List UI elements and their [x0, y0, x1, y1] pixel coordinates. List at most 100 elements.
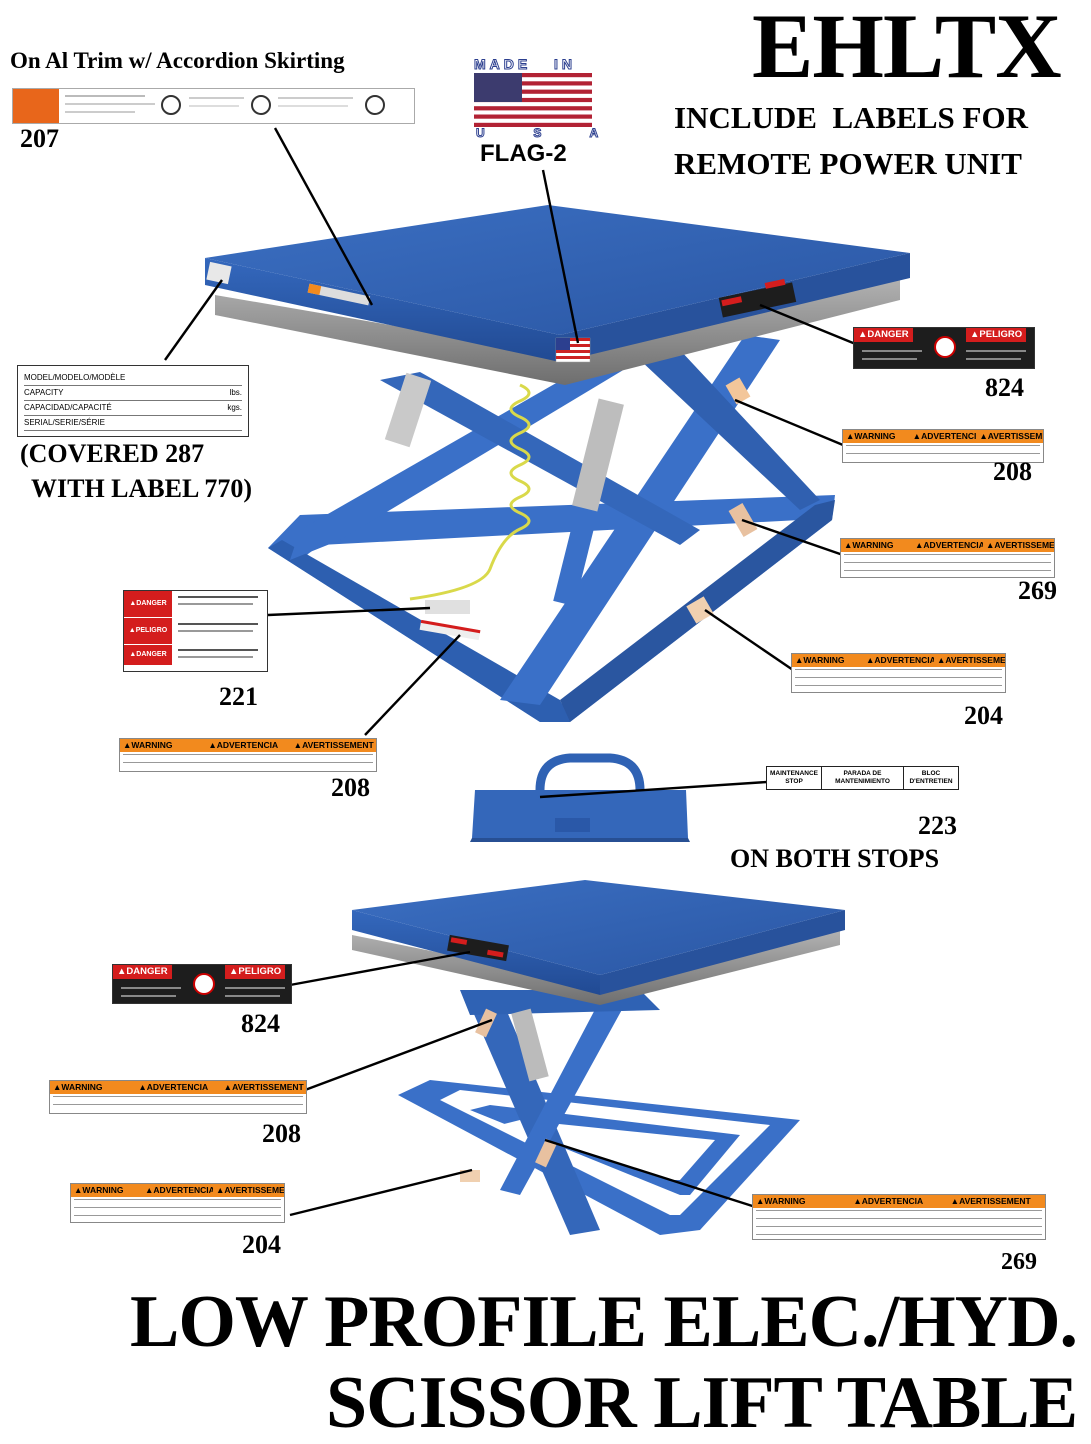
- stop-label-spanish: PARADA DE MANTENIMIENTO: [822, 767, 904, 789]
- no-hands-icon: [161, 95, 181, 115]
- avertissement-tag: ▲AVERTISSEMENT: [293, 740, 374, 750]
- leader-204-right: [704, 609, 794, 671]
- label-824-top-sticker: ▲DANGER ▲PELIGRO: [853, 327, 1035, 369]
- label-number-204-right: 204: [964, 701, 1003, 730]
- peligro-tag: ▲PELIGRO: [966, 328, 1027, 342]
- top-hydraulic-cylinder-right: [572, 398, 624, 512]
- peligro-tag: ▲PELIGRO: [124, 618, 172, 644]
- leader-269-bottom: [544, 1138, 766, 1212]
- label-824-bottom-sticker: ▲DANGER ▲PELIGRO: [112, 964, 292, 1004]
- on-both-stops-caption: ON BOTH STOPS: [730, 844, 940, 873]
- top-scissor-arm-left: [290, 355, 640, 560]
- stop-label-french: BLOC D'ENTRETIEN: [909, 770, 953, 785]
- warning-tag: ▲WARNING: [74, 1185, 124, 1195]
- footer-title-line2: SCISSOR LIFT TABLE: [326, 1362, 1078, 1444]
- leader-lines: [164, 127, 859, 1217]
- top-hydraulic-cylinder-left: [384, 372, 432, 448]
- label-number-221: 221: [219, 682, 258, 711]
- advertencia-tag: ▲ADVERTENCIA: [145, 1185, 213, 1195]
- plate-row-label: MODEL/MODELO/MODÈLE: [24, 373, 126, 382]
- label-number-824-top: 824: [985, 373, 1024, 402]
- model-title: EHLTX: [752, 0, 1062, 97]
- leader-223: [539, 780, 768, 799]
- advertencia-tag: ▲ADVERTENCIA: [853, 1196, 924, 1206]
- flag-in-text: IN: [554, 56, 576, 73]
- label-208-bottom-sticker: ▲WARNING ▲ADVERTENCIA ▲AVERTISSEMENT: [49, 1080, 307, 1114]
- bottom-scissor-arm-left: [470, 995, 600, 1235]
- top-label-207-on-table: [307, 283, 371, 306]
- label-208-right-sticker: ▲WARNING ▲ADVERTENCIA▲AVERTISSEMENT: [842, 429, 1044, 463]
- plate-row-label: SERIAL/SERIE/SÉRIE: [24, 418, 105, 427]
- label-number-269-right: 269: [1018, 576, 1057, 605]
- label-number-208-right: 208: [993, 457, 1032, 486]
- leader-207: [273, 127, 374, 306]
- top-platform-surface: [205, 205, 910, 335]
- made-in-usa-flag: MADE IN U S A: [472, 56, 598, 146]
- label-number-208-left: 208: [331, 773, 370, 802]
- leader-208-left: [364, 634, 461, 736]
- include-labels-line1: INCLUDE LABELS FOR: [674, 100, 1028, 135]
- plate-row-unit: kgs.: [227, 403, 242, 412]
- leader-208-bottom: [304, 1018, 493, 1092]
- top-lift-table: [205, 205, 910, 722]
- advertencia-tag: ▲ADVERTENCIA: [208, 740, 279, 750]
- warning-tag: ▲WARNING: [844, 540, 894, 550]
- top-label-824-on-table: [718, 282, 797, 318]
- danger-tag: ▲DANGER: [124, 591, 172, 617]
- avertissement-tag: ▲AVERTISSEMENT: [223, 1082, 304, 1092]
- top-coiled-cord: [409, 383, 531, 601]
- leader-208-right: [734, 398, 844, 447]
- warning-tag: ▲WARNING: [846, 431, 896, 441]
- maintenance-stop-bar: [470, 753, 690, 842]
- top-label-model-on-table: [206, 261, 232, 285]
- leader-824-top: [759, 303, 859, 347]
- leader-model-label: [164, 279, 223, 361]
- warning-tag: ▲WARNING: [795, 655, 845, 665]
- danger-tag: ▲DANGER: [124, 645, 172, 665]
- plate-row: MODEL/MODELO/MODÈLE: [24, 371, 242, 386]
- label-221-sticker: ▲DANGER ▲PELIGRO ▲DANGER: [123, 590, 268, 672]
- no-hands-icon: [365, 95, 385, 115]
- flag-code-label: FLAG-2: [480, 140, 567, 167]
- plate-row: SERIAL/SERIE/SÉRIE: [24, 416, 242, 431]
- label-207-orange-panel: [13, 89, 59, 123]
- plate-row-label: CAPACITY: [24, 388, 64, 397]
- danger-tag: ▲DANGER: [854, 328, 913, 342]
- label-269-bottom-sticker: ▲WARNING▲ADVERTENCIA▲AVERTISSEMENT: [752, 1194, 1046, 1240]
- label-number-269-bottom: 269: [1001, 1249, 1037, 1275]
- label-number-204-bottom: 204: [242, 1230, 281, 1259]
- label-269-right-sticker: ▲WARNING ▲ADVERTENCIA▲AVERTISSEMENT: [840, 538, 1055, 578]
- warning-tag: ▲WARNING: [756, 1196, 806, 1206]
- avertissement-tag: ▲AVERTISSEMENT: [986, 540, 1054, 550]
- no-hands-icon: [193, 973, 215, 995]
- peligro-tag: ▲PELIGRO: [225, 965, 286, 979]
- label-number-824-bottom: 824: [241, 1009, 280, 1038]
- warning-tag: ▲WARNING: [123, 740, 173, 750]
- us-flag-icon: [474, 73, 592, 127]
- label-number-208-bottom: 208: [262, 1119, 301, 1148]
- avertissement-tag: ▲AVERTISSEMENT: [216, 1185, 284, 1195]
- advertencia-tag: ▲ADVERTENCIA: [138, 1082, 209, 1092]
- avertissement-tag: ▲AVERTISSEMENT: [937, 655, 1005, 665]
- label-number-207: 207: [20, 124, 59, 153]
- label-223-sticker: MAINTENANCE STOP PARADA DE MANTENIMIENTO…: [766, 766, 959, 790]
- advertencia-tag: ▲ADVERTENCIA: [912, 431, 977, 441]
- avertissement-tag: ▲AVERTISSEMENT: [979, 431, 1043, 441]
- bottom-lift-table: [352, 880, 845, 1235]
- advertencia-tag: ▲ADVERTENCIA: [915, 540, 983, 550]
- bottom-scissor-arm-right: [500, 995, 630, 1195]
- danger-tag: ▲DANGER: [113, 965, 172, 979]
- covered-note-line2: WITH LABEL 770): [31, 474, 253, 503]
- label-208-left-sticker: ▲WARNING ▲ADVERTENCIA ▲AVERTISSEMENT: [119, 738, 377, 772]
- no-hands-icon: [934, 336, 956, 358]
- plate-row-label: CAPACIDAD/CAPACITÉ: [24, 403, 112, 412]
- plate-row: CAPACIDAD/CAPACITÉ kgs.: [24, 401, 242, 416]
- label-204-right-sticker: ▲WARNING▲ADVERTENCIA▲AVERTISSEMENT: [791, 653, 1006, 693]
- leader-flag: [541, 169, 580, 344]
- footer-title-line1: LOW PROFILE ELEC./HYD.: [130, 1281, 1078, 1363]
- warning-tag: ▲WARNING: [53, 1082, 103, 1092]
- al-trim-caption: On Al Trim w/ Accordion Skirting: [10, 48, 345, 73]
